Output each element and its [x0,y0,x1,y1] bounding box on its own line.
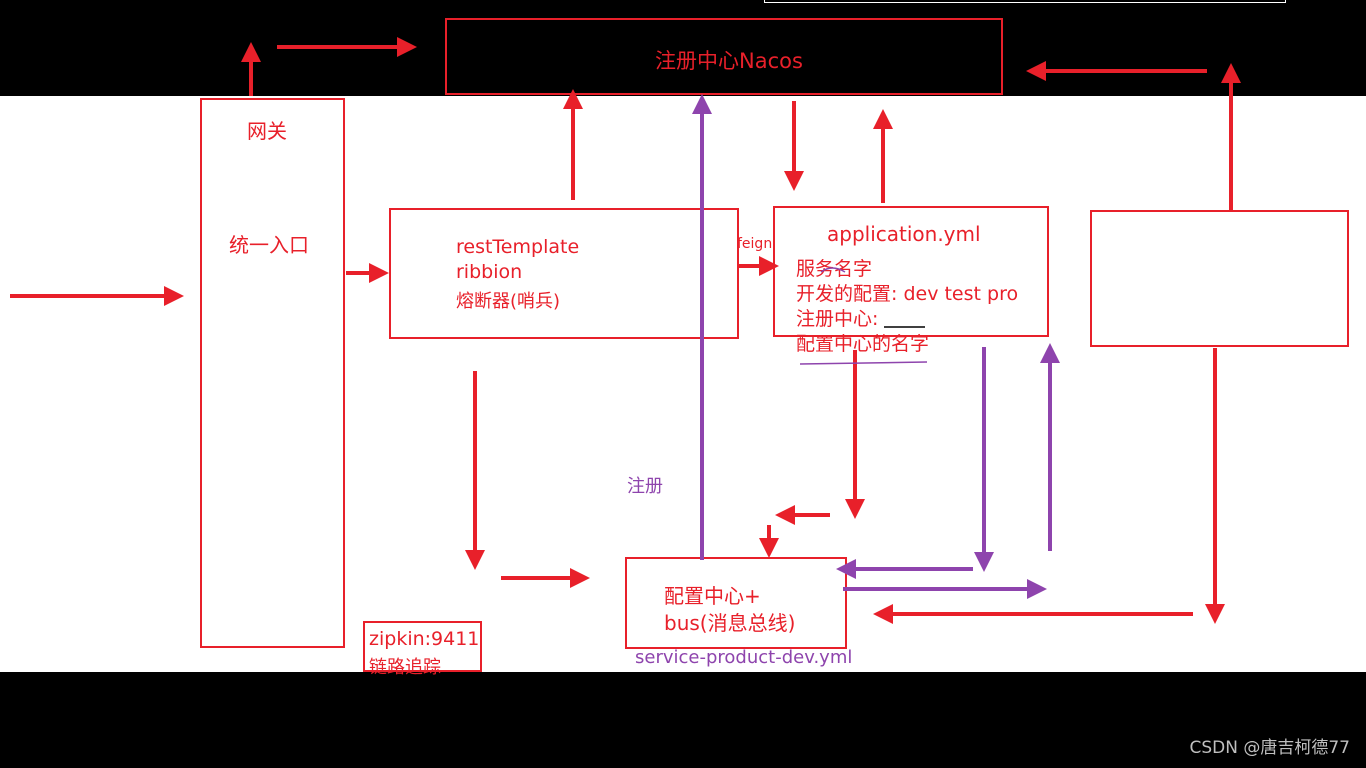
service-a-line1: restTemplate [456,236,580,258]
service-b-line1: 服务名字 [796,258,873,280]
config-center-line2: bus(消息总线) [664,611,796,635]
service-b-line3: 注册中心: [796,308,879,330]
gateway-title: 网关 [247,119,287,143]
gateway-box [200,98,345,648]
register-label: 注册 [627,476,663,497]
right-empty-box [1090,210,1349,347]
config-center-line1: 配置中心+ [664,584,761,608]
service-a-box [389,208,739,339]
service-a-line2: ribbion [456,261,523,283]
nacos-label: 注册中心Nacos [655,49,803,73]
config-file-label: service-product-dev.yml [635,647,853,668]
top-white-outline [764,0,1286,3]
watermark: CSDN @唐吉柯德77 [1189,738,1350,758]
white-canvas [0,96,1366,672]
zipkin-box [363,621,482,672]
zipkin-line2: 链路追踪 [369,657,441,678]
service-a-line3: 熔断器(哨兵) [456,291,561,312]
nacos-box [445,18,1003,95]
underline-purple [799,361,928,365]
config-center-box [625,557,847,649]
feign-label: feign [737,236,773,252]
zipkin-line1: zipkin:9411 [369,628,480,650]
gateway-subtitle: 统一入口 [229,233,309,257]
service-b-title: application.yml [827,222,981,246]
service-b-line4: 配置中心的名字 [796,333,930,355]
handwritten-squiggle [820,267,846,273]
service-b-line2: 开发的配置: dev test pro [796,283,1019,305]
